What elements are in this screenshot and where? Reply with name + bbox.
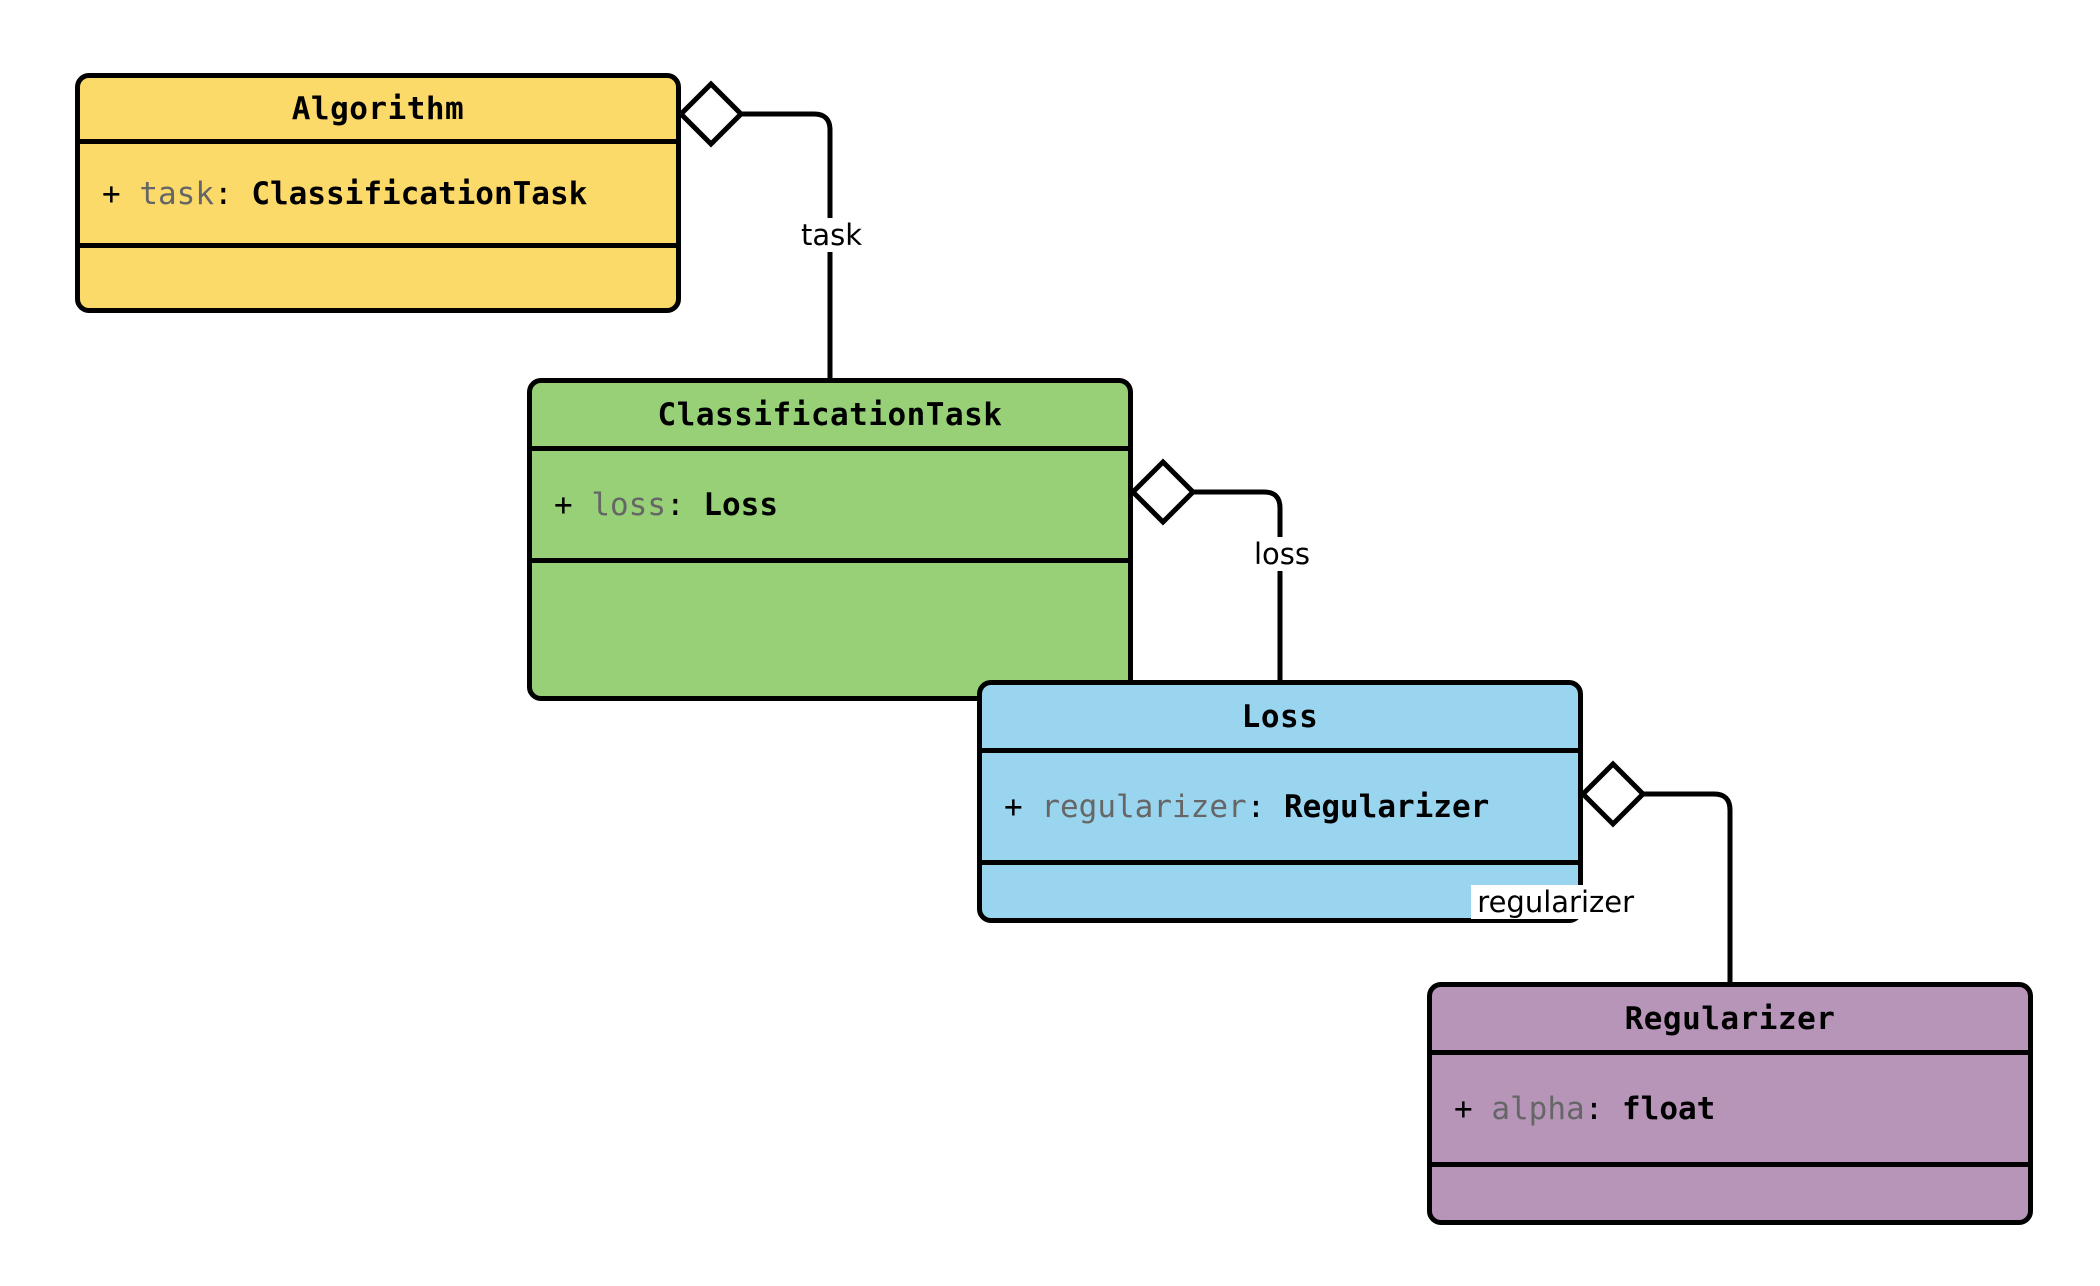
attribute-separator: : [1246, 788, 1266, 825]
uml-class-regularizer[interactable]: Regularizer + alpha: float [1427, 982, 2033, 1225]
attribute-type: Loss [703, 486, 778, 523]
attribute-visibility: + [554, 486, 573, 523]
attribute-visibility: + [1004, 788, 1023, 825]
uml-class-title-algorithm: Algorithm [80, 78, 676, 144]
relation-label-loss-regularizer: regularizer [1471, 885, 1640, 920]
attribute-type: Regularizer [1284, 788, 1490, 825]
relation-loss-regularizer[interactable] [1579, 760, 1733, 982]
uml-class-methods-regularizer [1432, 1167, 2028, 1220]
uml-attribute-classification-task-loss: + loss: Loss [532, 487, 778, 523]
uml-class-attributes-loss: + regularizer: Regularizer [982, 753, 1578, 865]
attribute-separator: : [1584, 1090, 1604, 1127]
uml-class-classification-task[interactable]: ClassificationTask + loss: Loss [527, 378, 1133, 701]
uml-class-methods-classification-task [532, 563, 1128, 696]
uml-class-title-classification-task: ClassificationTask [532, 383, 1128, 451]
uml-attribute-regularizer-alpha: + alpha: float [1432, 1091, 1715, 1127]
relation-line-loss-regularizer [1643, 791, 1733, 982]
uml-class-attributes-regularizer: + alpha: float [1432, 1055, 2028, 1167]
aggregation-diamond-algorithm-task [677, 80, 745, 148]
uml-class-attributes-classification-task: + loss: Loss [532, 451, 1128, 563]
relation-label-task-loss: loss [1248, 537, 1317, 572]
uml-class-attributes-algorithm: + task: ClassificationTask [80, 144, 676, 248]
uml-class-title-regularizer: Regularizer [1432, 987, 2028, 1055]
uml-class-algorithm[interactable]: Algorithm + task: ClassificationTask [75, 73, 681, 313]
uml-attribute-loss-regularizer: + regularizer: Regularizer [982, 789, 1489, 825]
uml-class-title-loss: Loss [982, 685, 1578, 753]
attribute-type: ClassificationTask [251, 175, 588, 212]
attribute-separator: : [214, 175, 233, 212]
attribute-visibility: + [102, 175, 121, 212]
relation-line-task-loss [1193, 489, 1283, 680]
attribute-name: task [139, 175, 214, 212]
attribute-name: alpha [1491, 1090, 1585, 1127]
attribute-name: regularizer [1041, 788, 1247, 825]
attribute-name: loss [591, 486, 666, 523]
attribute-visibility: + [1454, 1090, 1473, 1127]
uml-class-methods-algorithm [80, 248, 676, 308]
aggregation-diamond-task-loss [1129, 458, 1197, 526]
attribute-type: float [1622, 1090, 1716, 1127]
relation-label-algorithm-task: task [795, 218, 869, 253]
attribute-separator: : [666, 486, 685, 523]
uml-attribute-algorithm-task: + task: ClassificationTask [80, 176, 587, 212]
aggregation-diamond-loss-regularizer [1579, 760, 1647, 828]
uml-class-loss[interactable]: Loss + regularizer: Regularizer [977, 680, 1583, 923]
